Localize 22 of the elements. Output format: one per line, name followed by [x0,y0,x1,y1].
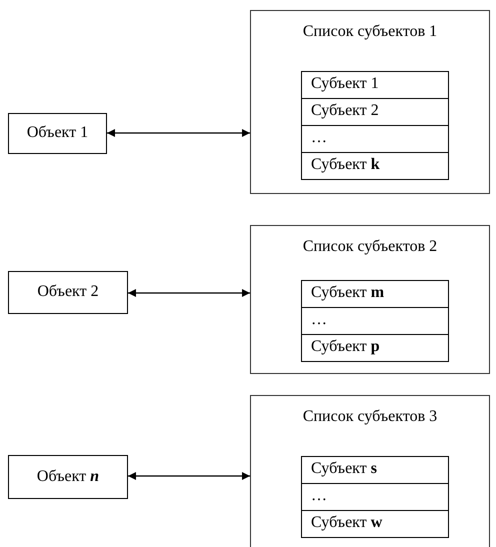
list-heading: Список субъектов 2 [302,238,438,256]
subject-row: … [301,307,449,335]
subject-list-panel [250,225,490,374]
subject-row: … [301,125,449,153]
double-arrow [128,472,250,480]
double-arrow [107,129,250,137]
subject-row: Субъект m [301,280,449,308]
object-box: Объект 1 [8,113,107,154]
list-heading: Список субъектов 3 [302,408,438,426]
subject-row: Субъект 1 [301,71,449,99]
subject-list-panel [250,395,490,547]
subject-row: Субъект s [301,456,449,484]
subject-list-panel [250,10,490,194]
subject-row: … [301,483,449,511]
object-box: Объект 2 [8,271,128,314]
list-heading: Список субъектов 1 [302,23,438,41]
subject-row: Субъект w [301,510,449,538]
subject-row: Субъект p [301,334,449,362]
subject-row: Субъект k [301,152,449,180]
subject-row: Субъект 2 [301,98,449,126]
object-box: Объект n [8,455,128,499]
double-arrow [128,289,250,297]
